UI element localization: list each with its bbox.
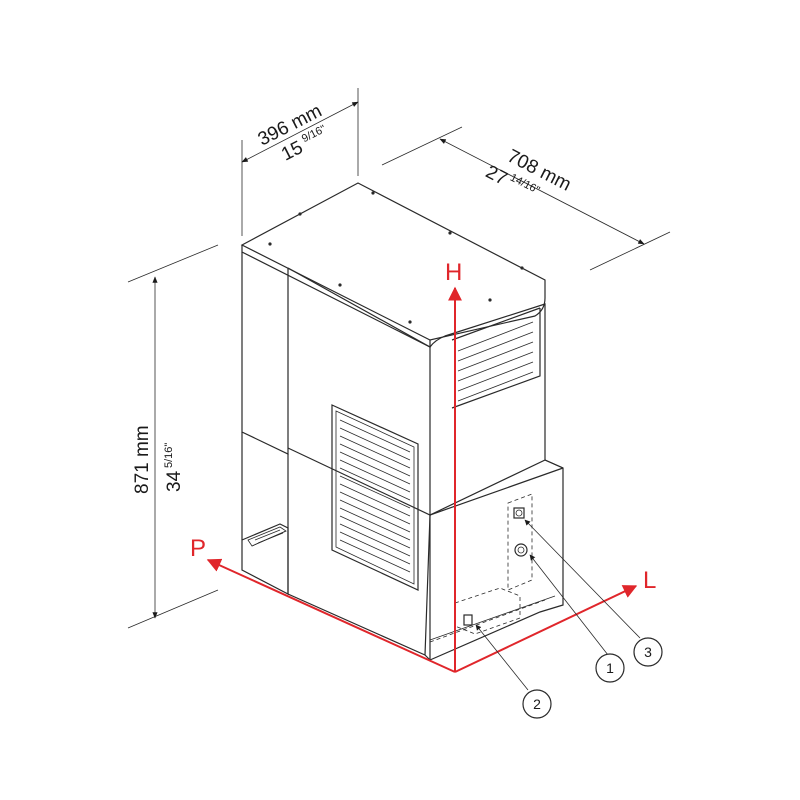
height-inch-whole: 34 (164, 470, 185, 492)
right-side-face (429, 303, 546, 516)
callout-2-number: 2 (533, 696, 541, 712)
width-dimension: 708 mm 27 14/16" (381, 126, 671, 271)
callout-3: 3 (524, 519, 663, 667)
length-axis-line (454, 585, 638, 673)
front-grille (331, 404, 419, 591)
callout-1-number: 1 (606, 660, 614, 676)
connector-fittings (463, 507, 528, 626)
connection-panel (429, 493, 546, 643)
top-face (240, 182, 546, 341)
drip-tray (241, 523, 289, 595)
height-dimension: 871 mm 34 5/16" (127, 244, 219, 629)
length-axis-label: L (643, 567, 656, 594)
callout-2: 2 (475, 624, 552, 719)
front-left-panel (241, 252, 289, 455)
depth-axis-line (206, 558, 456, 673)
callout-3-number: 3 (644, 644, 652, 660)
top-screws (268, 191, 524, 324)
height-axis-label: H (445, 259, 462, 286)
height-inch-fraction: 5/16" (163, 443, 175, 468)
axes: H P L (190, 259, 656, 673)
height-mm-label: 871 mm (132, 425, 153, 494)
width-inch-whole: 27 (482, 162, 510, 190)
machine-body (240, 182, 564, 661)
side-louvers (451, 307, 541, 409)
depth-axis-label: P (190, 535, 206, 562)
front-face (287, 267, 431, 516)
callout-1: 1 (529, 554, 625, 683)
